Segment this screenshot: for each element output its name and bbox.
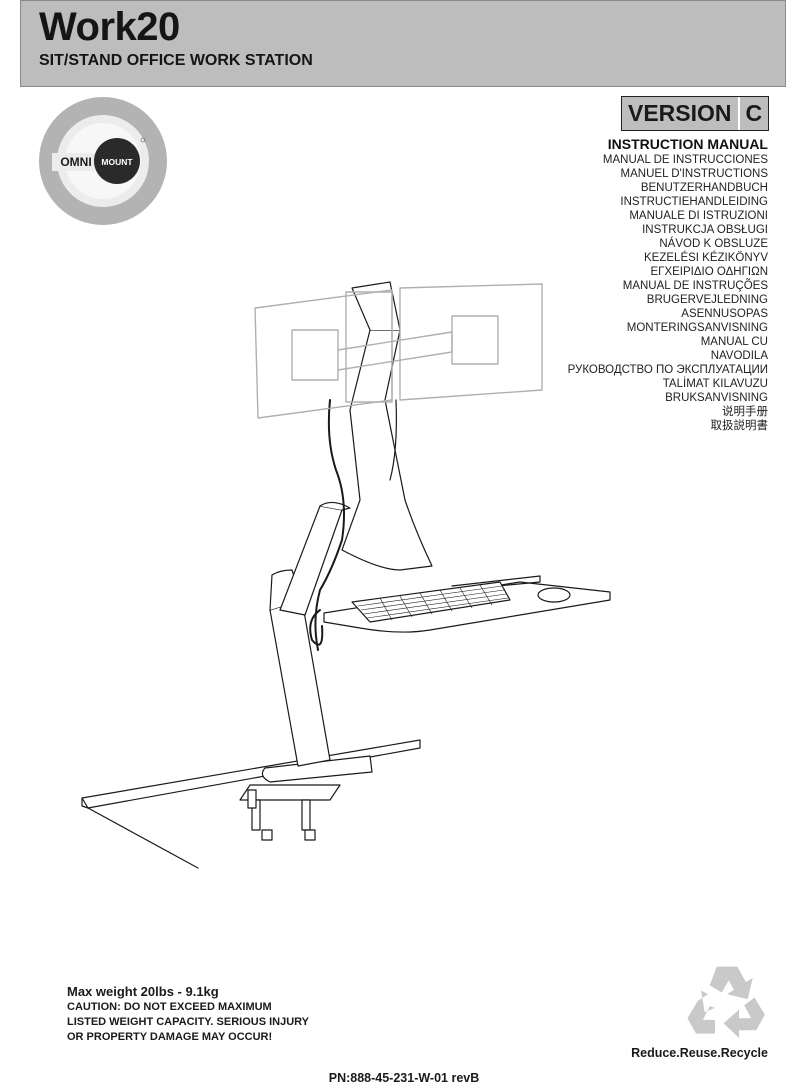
logo-text-omni: OMNI xyxy=(60,155,91,169)
manual-title-item: 说明手册 xyxy=(722,406,768,418)
version-letter: C xyxy=(739,97,769,130)
manual-title-item: MONTERINGSANVISNING xyxy=(626,322,768,334)
manual-title-item: INSTRUCTIEHANDLEIDING xyxy=(620,196,768,208)
product-subtitle: SIT/STAND OFFICE WORK STATION xyxy=(39,52,313,69)
product-title: Work20 xyxy=(39,5,180,49)
manual-title-item: NÁVOD K OBSLUZE xyxy=(659,238,768,250)
version-box: VERSION C xyxy=(621,96,770,131)
workstation-illustration xyxy=(80,270,640,875)
recycle-slogan: Reduce.Reuse.Recycle xyxy=(631,1046,768,1060)
manual-title-item: MANUAL DE INSTRUCCIONES xyxy=(602,154,768,166)
manual-title-item: MANUAL DE INSTRUÇÕES xyxy=(622,280,768,292)
manual-title-item: INSTRUKCJA OBSŁUGI xyxy=(642,224,768,236)
manual-title-item: TALİMAT KILAVUZU xyxy=(662,378,768,390)
manual-title-item: MANUAL CU xyxy=(700,336,768,348)
manual-title-item: NAVODILA xyxy=(710,350,768,362)
omnimount-logo-icon: OMNI MOUNT xyxy=(38,96,168,231)
manual-title-item: MANUALE DI ISTRUZIONI xyxy=(629,210,768,222)
caution-line: CAUTION: DO NOT EXCEED MAXIMUM xyxy=(67,1001,272,1013)
version-label: VERSION xyxy=(622,97,740,130)
manual-title-list: INSTRUCTION MANUAL MANUAL DE INSTRUCCION… xyxy=(568,136,768,433)
caution-line: LISTED WEIGHT CAPACITY. SERIOUS INJURY xyxy=(67,1016,310,1028)
logo-text-mount: MOUNT xyxy=(101,157,133,167)
max-weight-text: Max weight 20lbs - 9.1kg xyxy=(67,984,219,999)
manual-title-item: 取扱説明書 xyxy=(710,420,769,432)
header-banner: Work20 SIT/STAND OFFICE WORK STATION xyxy=(20,0,786,87)
manual-title-item: ΕΓΧΕΙΡΙΔΙΟ ΟΔΗΓΙΩΝ xyxy=(650,266,768,278)
manual-heading: INSTRUCTION MANUAL xyxy=(607,136,768,152)
caution-line: OR PROPERTY DAMAGE MAY OCCUR! xyxy=(67,1031,273,1043)
manual-title-item: MANUEL D'INSTRUCTIONS xyxy=(620,168,768,180)
manual-title-item: BRUKSANVISNING xyxy=(665,392,768,404)
manual-title-item: ASENNUSOPAS xyxy=(681,308,768,320)
part-number: PN:888-45-231-W-01 revB xyxy=(328,1071,480,1085)
recycle-icon xyxy=(684,958,770,1049)
manual-title-item: BENUTZERHANDBUCH xyxy=(640,182,768,194)
manual-title-item: KEZELÉSI KÉZIKÖNYV xyxy=(644,252,768,264)
weight-warning: Max weight 20lbs - 9.1kg CAUTION: DO NOT… xyxy=(67,983,309,1045)
manual-title-item: BRUGERVEJLEDNING xyxy=(646,294,768,306)
manual-title-item: РУКОВОДСТВО ПО ЭКСПЛУАТАЦИИ xyxy=(567,364,768,376)
